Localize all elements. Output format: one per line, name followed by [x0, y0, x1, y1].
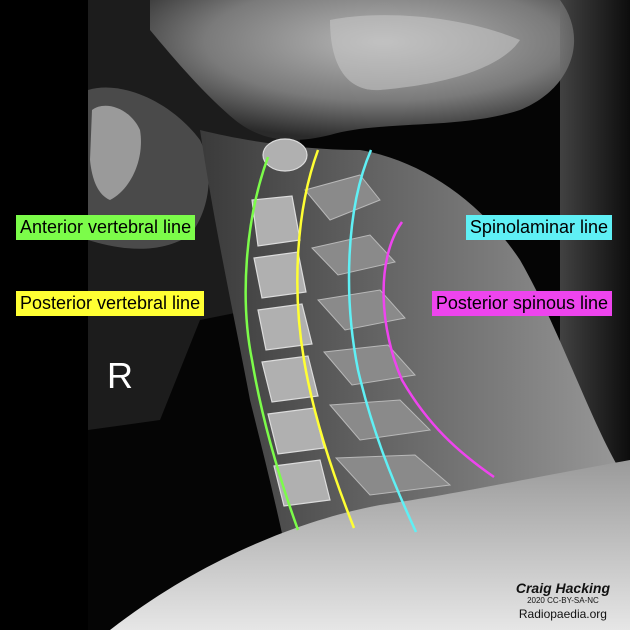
- c7-body: [273, 459, 331, 507]
- posterior-vertebral-line-label: Posterior vertebral line: [16, 291, 205, 316]
- credit-site: Radiopaedia.org: [518, 607, 607, 621]
- image-credit: Craig Hacking 2020 CC-BY-SA-NC Radiopaed…: [516, 580, 610, 622]
- side-marker: R: [107, 355, 133, 396]
- posterior-spinous-line: [382, 221, 495, 479]
- shoulder: [110, 460, 630, 630]
- anterior-vertebral-line: [244, 156, 300, 531]
- c4-body: [257, 303, 313, 351]
- vertebral-column: [251, 138, 331, 507]
- spinolaminar-line-label: Spinolaminar line: [465, 215, 612, 240]
- posterior-spinous-line-label: Posterior spinous line: [431, 291, 612, 316]
- credit-author: Craig Hacking: [515, 580, 610, 596]
- anterior-vertebral-line-label: Anterior vertebral line: [16, 215, 196, 240]
- posterior-vertebral-line: [296, 149, 356, 529]
- mastoid-region: [330, 15, 520, 91]
- c5-body: [261, 355, 319, 403]
- credit-license: 2020 CC-BY-SA-NC: [527, 596, 599, 605]
- spinolaminar-line: [347, 149, 418, 533]
- c3-body: [253, 251, 307, 299]
- teeth: [90, 105, 141, 200]
- c2-body: [251, 195, 301, 247]
- c1-c2: [262, 138, 308, 172]
- c6-body: [267, 407, 325, 455]
